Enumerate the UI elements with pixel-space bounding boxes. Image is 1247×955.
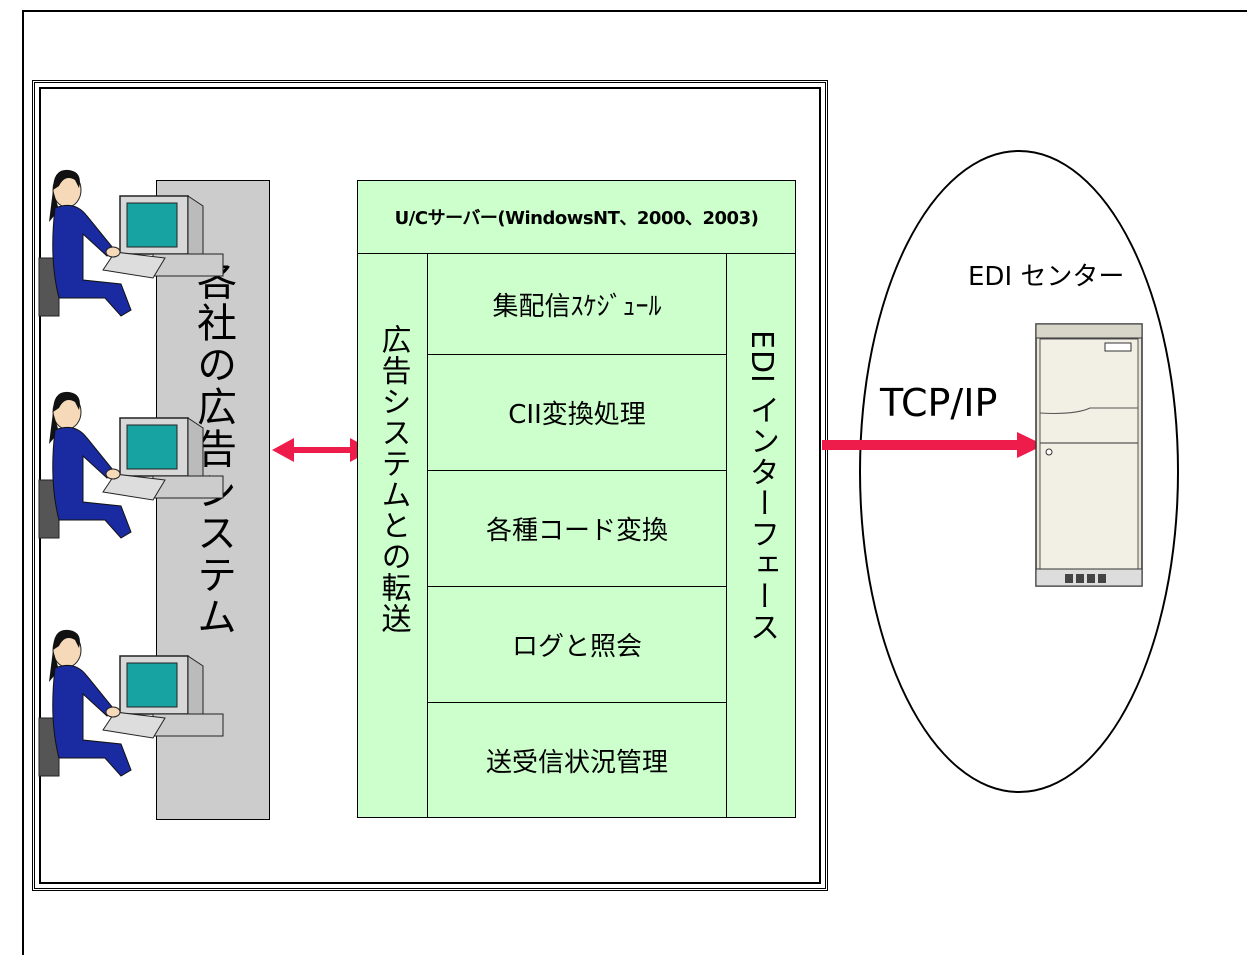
edi-center-label: EDI センター: [968, 262, 1125, 292]
page-frame: [22, 10, 1247, 955]
transfer-label: 広告システムとの転送: [375, 324, 411, 634]
users-group: [38, 169, 224, 777]
interface-label: EDI インターフェース: [744, 330, 779, 643]
interface-column: EDI インターフェース: [726, 253, 796, 818]
module-cell: CII変換処理: [427, 354, 727, 471]
server-title: U/Cサーバー(WindowsNT、2000、2003): [394, 208, 759, 229]
server-title-box: U/Cサーバー(WindowsNT、2000、2003): [357, 180, 796, 254]
transfer-column: 広告システムとの転送: [357, 253, 428, 818]
system-boundary-box: [32, 80, 828, 891]
module-cell: 各種コード変換: [427, 470, 727, 587]
module-cell: ログと照会: [427, 586, 727, 703]
tcp-ip-label: TCP/IP: [880, 381, 998, 425]
user-at-computer-icon: [38, 169, 224, 317]
user-at-computer-icon: [38, 391, 224, 539]
tcp-arrow: [822, 432, 1044, 458]
client-systems-panel: [156, 180, 270, 820]
module-cell: 送受信状況管理: [427, 702, 727, 818]
server-tower-icon: [1035, 323, 1143, 587]
module-cell: 集配信ｽｹｼﾞｭｰﾙ: [427, 253, 727, 355]
user-at-computer-icon: [38, 629, 224, 777]
